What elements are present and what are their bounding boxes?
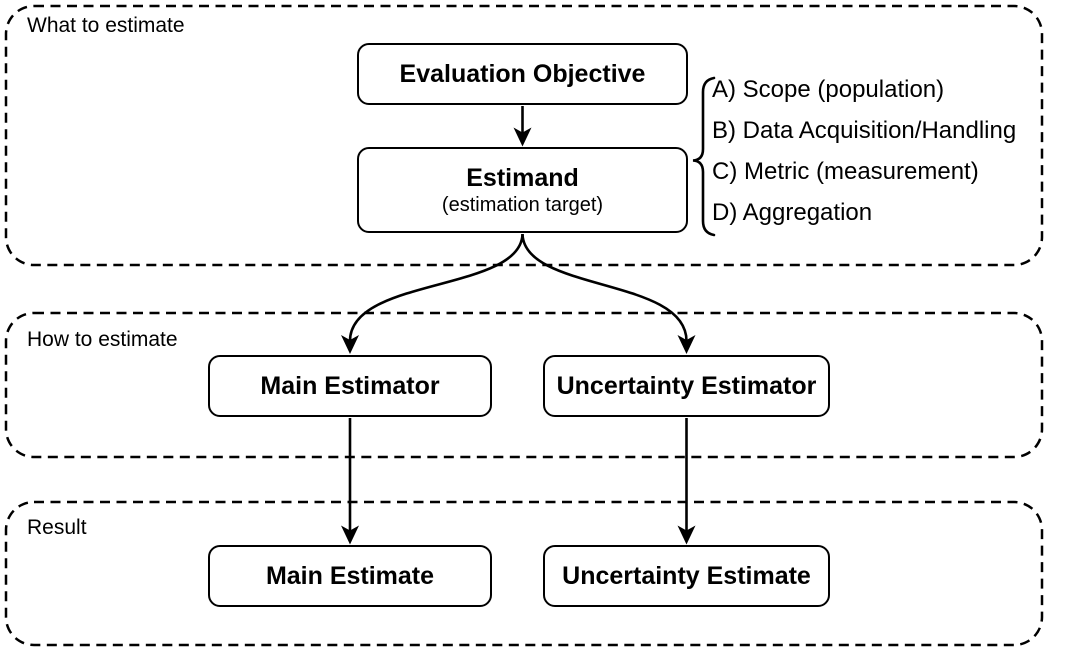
node-uncertainty-estimate: Uncertainty Estimate xyxy=(543,545,830,607)
estimand-component-item: C) Metric (measurement) xyxy=(712,158,979,185)
node-main-estimator-title: Main Estimator xyxy=(260,371,440,400)
estimand-components-brace xyxy=(692,76,716,237)
arrow-estimand-to-main-estimator xyxy=(341,233,524,354)
node-estimand-title: Estimand xyxy=(466,163,579,192)
node-uncertainty-estimator-title: Uncertainty Estimator xyxy=(556,371,817,400)
node-main-estimator: Main Estimator xyxy=(208,355,492,417)
arrow-uncertainty-estimator-to-uncertainty-estimate xyxy=(677,418,696,545)
node-estimand: Estimand (estimation target) xyxy=(357,147,688,233)
node-uncertainty-estimate-title: Uncertainty Estimate xyxy=(562,561,811,590)
node-main-estimate: Main Estimate xyxy=(208,545,492,607)
node-evaluation-objective-title: Evaluation Objective xyxy=(399,59,646,88)
arrow-objective-to-estimand xyxy=(513,106,532,147)
section-outline-result xyxy=(4,500,1044,647)
section-label-result: Result xyxy=(27,516,87,539)
node-estimand-subtitle: (estimation target) xyxy=(441,193,604,216)
node-uncertainty-estimator: Uncertainty Estimator xyxy=(543,355,830,417)
node-main-estimate-title: Main Estimate xyxy=(265,561,435,590)
node-evaluation-objective: Evaluation Objective xyxy=(357,43,688,105)
section-label-how-to-estimate: How to estimate xyxy=(27,328,178,351)
estimand-component-item: D) Aggregation xyxy=(712,199,873,226)
arrow-main-estimator-to-main-estimate xyxy=(341,418,359,545)
arrow-estimand-to-uncertainty-estimator xyxy=(521,233,696,354)
estimand-component-item: A) Scope (population) xyxy=(712,76,945,103)
section-outline-what-to-estimate xyxy=(4,4,1044,267)
section-label-what-to-estimate: What to estimate xyxy=(27,14,185,37)
estimand-component-item: B) Data Acquisition/Handling xyxy=(712,117,1017,144)
